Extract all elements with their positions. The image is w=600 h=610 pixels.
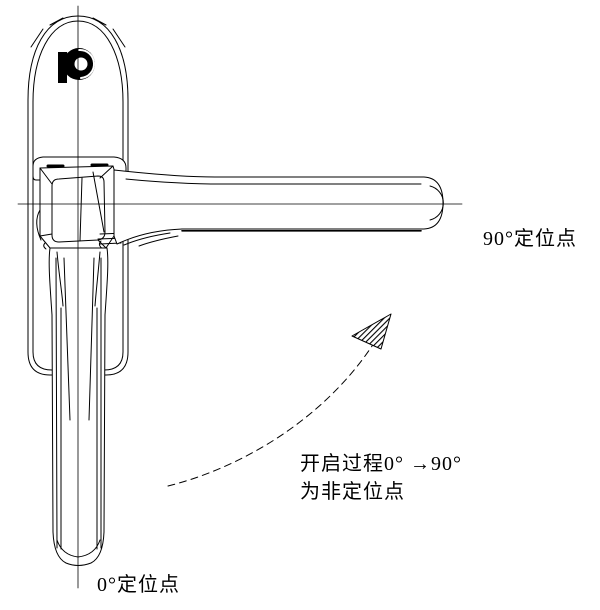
vertical-handle-0 bbox=[48, 247, 109, 566]
opening-process-note: 开启过程0° →90° 为非定位点 bbox=[300, 450, 462, 506]
rotation-arc bbox=[167, 313, 392, 487]
note-line-2: 为非定位点 bbox=[300, 481, 405, 503]
label-90-degree-point: 90°定位点 bbox=[483, 228, 577, 250]
handle-hub bbox=[32, 156, 127, 250]
center-lines bbox=[17, 5, 463, 589]
dome-facet-left bbox=[49, 17, 64, 26]
escutcheon-plate bbox=[27, 15, 129, 376]
arrowhead-icon bbox=[351, 313, 392, 350]
horizontal-handle-90 bbox=[113, 169, 444, 247]
label-0-degree-point: 0°定位点 bbox=[97, 574, 180, 596]
brand-logo bbox=[58, 48, 96, 83]
hub-inner-facet bbox=[51, 175, 106, 243]
dome-chamfer-right bbox=[112, 28, 126, 48]
note-line-1: 开启过程0° →90° bbox=[300, 453, 462, 475]
dome-chamfer-left bbox=[30, 28, 44, 48]
arc-dashed-path bbox=[167, 339, 377, 487]
dome-facet-right bbox=[92, 17, 107, 26]
